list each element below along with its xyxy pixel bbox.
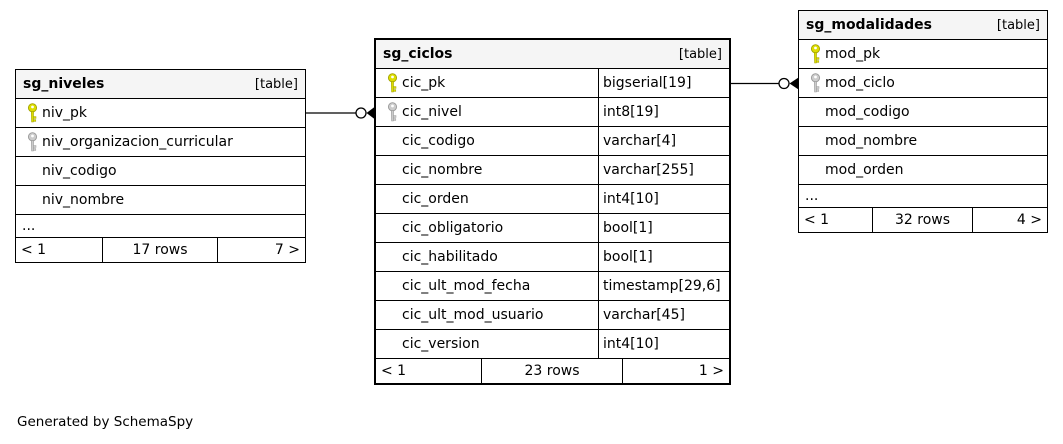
- row-count-label: 23 rows: [482, 359, 624, 383]
- column-type: timestamp[29,6]: [598, 272, 729, 300]
- connector-ciclos-modalidades: [731, 77, 799, 90]
- column-row-niv_codigo: niv_codigo: [16, 157, 305, 186]
- column-row-niv_pk: niv_pk: [16, 99, 305, 128]
- column-name: cic_obligatorio: [402, 220, 504, 236]
- column-type: int8[19]: [598, 98, 729, 126]
- column-name: cic_pk: [402, 75, 446, 91]
- column-name: cic_version: [402, 336, 480, 352]
- foreign-key-icon: [22, 132, 42, 152]
- column-row-cic_habilitado: cic_habilitado bool[1]: [376, 243, 729, 272]
- column-row-cic_version: cic_version int4[10]: [376, 330, 729, 359]
- foreign-key-icon: [382, 102, 402, 122]
- table-sg_niveles[interactable]: sg_niveles [table] niv_pk niv_organizacion_…: [15, 69, 306, 263]
- column-name: niv_nombre: [42, 192, 125, 208]
- column-type: varchar[255]: [598, 156, 729, 184]
- related-parents-label: < 1: [799, 208, 874, 232]
- column-row-niv_organizacion_curricular: niv_organizacion_curricular: [16, 128, 305, 157]
- column-name: cic_habilitado: [402, 249, 498, 265]
- column-name: cic_codigo: [402, 133, 475, 149]
- primary-key-icon: [382, 73, 402, 93]
- column-row-mod_pk: mod_pk: [799, 40, 1047, 69]
- column-name: cic_orden: [402, 191, 469, 207]
- column-name: mod_codigo: [825, 104, 910, 120]
- table-sg_modalidades[interactable]: sg_modalidades [table] mod_pk mod_ciclo mod_…: [798, 10, 1048, 233]
- column-row-mod_orden: mod_orden: [799, 156, 1047, 185]
- table-type-badge: [table]: [678, 46, 722, 62]
- column-row-mod_ciclo: mod_ciclo: [799, 69, 1047, 98]
- column-name: cic_nombre: [402, 162, 483, 178]
- column-row-cic_ult_mod_fecha: cic_ult_mod_fecha timestamp[29,6]: [376, 272, 729, 301]
- primary-key-icon: [805, 44, 825, 64]
- column-row-niv_nombre: niv_nombre: [16, 186, 305, 215]
- table-name: sg_modalidades: [806, 17, 932, 33]
- column-row-mod_nombre: mod_nombre: [799, 127, 1047, 156]
- row-count-label: 32 rows: [873, 208, 973, 232]
- related-parents-label: < 1: [16, 238, 103, 262]
- column-name: cic_ult_mod_usuario: [402, 307, 544, 323]
- connector-niveles-ciclos: [306, 107, 375, 119]
- column-name: cic_nivel: [402, 104, 462, 120]
- table-header-sg_niveles[interactable]: sg_niveles [table]: [16, 70, 305, 99]
- column-name: mod_ciclo: [825, 75, 895, 91]
- table-name: sg_ciclos: [383, 46, 453, 62]
- related-children-label: 4 >: [1016, 212, 1042, 228]
- column-name: mod_orden: [825, 162, 904, 178]
- more-columns-ellipsis: ...: [16, 215, 305, 238]
- table-header-sg_ciclos[interactable]: sg_ciclos [table]: [376, 40, 729, 69]
- column-row-mod_codigo: mod_codigo: [799, 98, 1047, 127]
- table-type-badge: [table]: [254, 76, 298, 92]
- related-children-label: 1 >: [698, 363, 724, 379]
- column-row-cic_nombre: cic_nombre varchar[255]: [376, 156, 729, 185]
- column-row-cic_ult_mod_usuario: cic_ult_mod_usuario varchar[45]: [376, 301, 729, 330]
- column-name: mod_nombre: [825, 133, 918, 149]
- primary-key-icon: [22, 103, 42, 123]
- column-name: cic_ult_mod_fecha: [402, 278, 531, 294]
- column-type: varchar[45]: [598, 301, 729, 329]
- column-row-cic_obligatorio: cic_obligatorio bool[1]: [376, 214, 729, 243]
- foreign-key-icon: [805, 73, 825, 93]
- more-columns-ellipsis: ...: [799, 185, 1047, 208]
- column-name: niv_codigo: [42, 163, 117, 179]
- column-row-cic_codigo: cic_codigo varchar[4]: [376, 127, 729, 156]
- column-type: bigserial[19]: [598, 69, 729, 97]
- column-row-cic_nivel: cic_nivel int8[19]: [376, 98, 729, 127]
- table-name: sg_niveles: [23, 76, 105, 92]
- column-type: bool[1]: [598, 214, 729, 242]
- column-type: int4[10]: [598, 185, 729, 213]
- column-name: niv_pk: [42, 105, 88, 121]
- column-type: int4[10]: [598, 330, 729, 358]
- related-parents-label: < 1: [376, 359, 482, 383]
- column-type: bool[1]: [598, 243, 729, 271]
- column-name: mod_pk: [825, 46, 881, 62]
- column-row-cic_pk: cic_pk bigserial[19]: [376, 69, 729, 98]
- column-row-cic_orden: cic_orden int4[10]: [376, 185, 729, 214]
- column-type: varchar[4]: [598, 127, 729, 155]
- row-count-label: 17 rows: [103, 238, 219, 262]
- generated-by-note: Generated by SchemaSpy: [17, 414, 194, 430]
- column-name: niv_organizacion_curricular: [42, 134, 233, 150]
- table-header-sg_modalidades[interactable]: sg_modalidades [table]: [799, 11, 1047, 40]
- table-type-badge: [table]: [996, 17, 1040, 33]
- related-children-label: 7 >: [274, 242, 300, 258]
